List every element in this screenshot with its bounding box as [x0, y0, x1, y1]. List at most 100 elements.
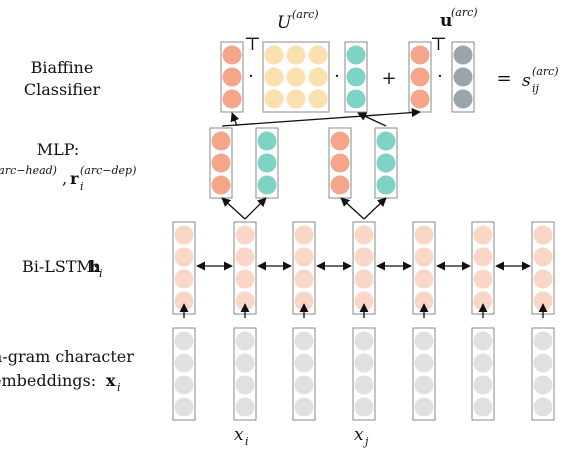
mlp-dep-sub: i: [80, 180, 84, 193]
u-matrix-frame: [262, 41, 330, 113]
dot-operator-2: ·: [334, 66, 340, 87]
score-sup: (arc): [532, 65, 559, 78]
transpose-symbol-1: ⊤: [244, 34, 261, 55]
u-matrix-unit: [308, 67, 328, 87]
bilstm-column-5-unit: [414, 247, 434, 267]
mlp-dep-column-i-unit: [257, 153, 277, 173]
mlp-head-i-to-bias-arrow: [221, 108, 421, 127]
biaffine-head-vector-unit: [222, 45, 242, 65]
bilstm-column-5-unit: [414, 225, 434, 245]
lstm-i-to-head-arrow: [221, 197, 246, 220]
u-matrix-unit: [286, 89, 306, 109]
token-xi-symbol: x: [234, 425, 244, 445]
bias-head-vector-unit: [410, 89, 430, 109]
bilstm-column-1-unit: [174, 291, 194, 311]
mlp-head-sup: (arc−head): [0, 164, 57, 177]
u-matrix-sup: (arc): [292, 8, 319, 21]
mlp-head-column-i-unit: [211, 153, 231, 173]
biaffine-dep-vector-unit: [346, 45, 366, 65]
embedding-column-2-unit: [235, 331, 255, 351]
dot-operator-3: ·: [437, 66, 443, 87]
bilstm-column-6-unit: [473, 247, 493, 267]
bilstm-column-3-unit: [294, 225, 314, 245]
mlp-dep-column-i-unit: [257, 175, 277, 195]
mlp-dep-column-j-unit: [376, 131, 396, 151]
mlp-dep-column-i-unit: [257, 131, 277, 151]
u-matrix-unit: [286, 45, 306, 65]
mlp-head-column-i-frame: [209, 127, 233, 199]
bilstm-prefix: Bi-LSTM:: [22, 257, 98, 276]
u-matrix-unit: [264, 45, 284, 65]
embedding-column-6-frame: [471, 327, 495, 421]
u-matrix-symbol: U: [277, 13, 292, 33]
bilstm-column-4-unit: [354, 225, 374, 245]
u-vector-sup: (arc): [451, 6, 478, 19]
bilstm-column-2-unit: [235, 225, 255, 245]
biaffine-head-vector-unit: [222, 89, 242, 109]
embedding-column-3-unit: [294, 353, 314, 373]
plus-operator: +: [381, 68, 396, 89]
bilstm-column-6-unit: [473, 225, 493, 245]
mlp-head-i-to-biaffine-arrow: [230, 112, 240, 127]
token-label-xj: x j: [354, 425, 369, 448]
token-label-xi: x i: [234, 425, 249, 448]
lstm-i-to-dep-arrow: [244, 197, 267, 220]
embedding-column-1-frame: [172, 327, 196, 421]
bilstm-column-6-unit: [473, 291, 493, 311]
embedding-column-5-unit: [414, 375, 434, 395]
bilstm-column-3-unit: [294, 291, 314, 311]
score-symbol: s: [522, 71, 531, 91]
mlp-dep-column-j-unit: [376, 153, 396, 173]
embedding-column-3-unit: [294, 397, 314, 417]
biaffine-label-line2: Classifier: [24, 80, 101, 99]
biaffine-label-line1: Biaffine: [31, 58, 94, 77]
embedding-column-6-unit: [473, 331, 493, 351]
embedding-column-3-unit: [294, 375, 314, 395]
u-vector-label: u (arc): [440, 6, 478, 31]
mlp-comma: ,: [62, 169, 67, 188]
bilstm-sub: i: [99, 267, 103, 280]
biaffine-dep-vector-unit: [346, 89, 366, 109]
embedding-column-4-unit: [354, 353, 374, 373]
score-label: s (arc) ij: [522, 65, 559, 95]
embedding-column-6-unit: [473, 397, 493, 417]
bilstm-column-7-unit: [533, 225, 553, 245]
u-matrix-unit: [286, 67, 306, 87]
embedding-sub: i: [117, 381, 121, 394]
embedding-prefix: embeddings:: [0, 371, 96, 390]
embedding-column-2-unit: [235, 375, 255, 395]
bilstm-column-1-unit: [174, 269, 194, 289]
embedding-column-4-unit: [354, 331, 374, 351]
bias-head-vector-unit: [410, 67, 430, 87]
mlp-dep-j-to-biaffine-arrow: [357, 112, 387, 127]
bilstm-column-3-unit: [294, 247, 314, 267]
embedding-column-1-unit: [174, 331, 194, 351]
bilstm-column-7-unit: [533, 269, 553, 289]
token-xj-sub: j: [362, 435, 369, 448]
embedding-column-7-unit: [533, 353, 553, 373]
embedding-column-3-unit: [294, 331, 314, 351]
mlp-head-column-j-frame: [328, 127, 352, 199]
mlp-head-column-j-unit: [330, 175, 350, 195]
embedding-column-4-unit: [354, 375, 374, 395]
embedding-column-5-frame: [412, 327, 436, 421]
embedding-column-4-frame: [352, 327, 376, 421]
equals-operator: =: [496, 68, 511, 89]
embedding-x: x: [106, 371, 116, 390]
embedding-label-line2: embeddings: x i: [0, 371, 121, 394]
embedding-column-5-unit: [414, 397, 434, 417]
mlp-head-column-i-unit: [211, 131, 231, 151]
embedding-column-1-unit: [174, 375, 194, 395]
u-matrix-unit: [264, 67, 284, 87]
score-sub: ij: [532, 82, 540, 95]
bilstm-h: h: [89, 257, 101, 276]
bilstm-column-4-unit: [354, 247, 374, 267]
embedding-label-line1: n-gram character: [0, 347, 134, 366]
bilstm-column-2-unit: [235, 269, 255, 289]
token-xj-symbol: x: [354, 425, 364, 445]
bilstm-column-7-unit: [533, 247, 553, 267]
lstm-j-to-head-arrow: [340, 197, 365, 220]
bilstm-column-6-unit: [473, 269, 493, 289]
bilstm-column-2-unit: [235, 247, 255, 267]
dot-operator-1: ·: [248, 66, 254, 87]
